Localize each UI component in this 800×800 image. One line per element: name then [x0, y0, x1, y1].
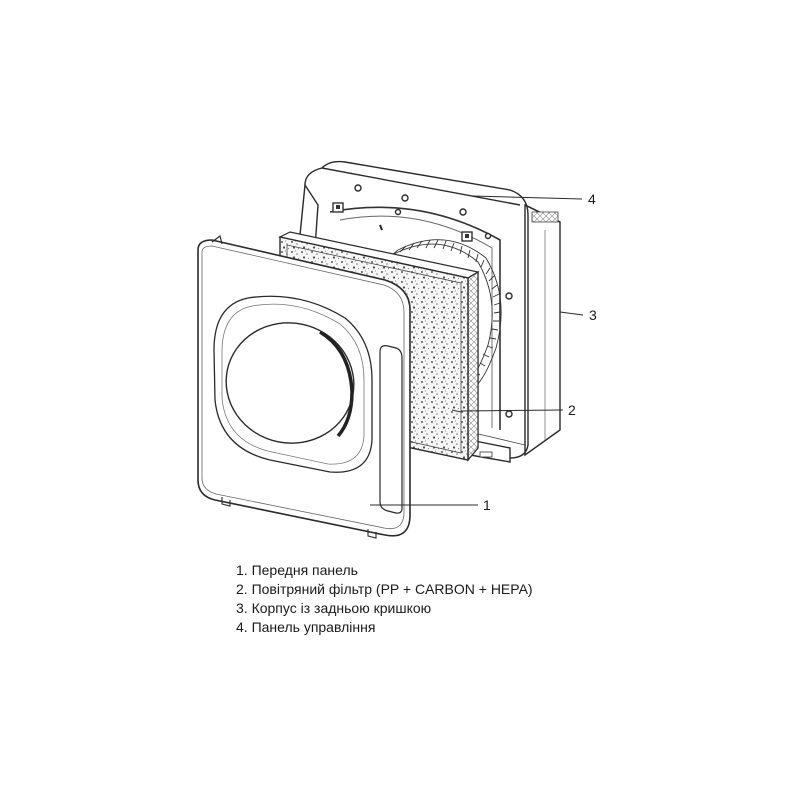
- callout-3: 3: [589, 307, 597, 323]
- housing-rear-cover: [299, 160, 561, 463]
- parts-legend: 1. Передня панель 2. Повітряний фільтр (…: [236, 561, 533, 637]
- leader-line-2: [460, 409, 564, 412]
- leader-line-3: [559, 311, 584, 316]
- front-panel: [197, 234, 411, 539]
- exploded-view-diagram: 4 3 2 1: [197, 160, 597, 539]
- legend-item-housing: 3. Корпус із задньою кришкою: [236, 600, 432, 616]
- legend-item-front-panel: 1. Передня панель: [236, 562, 358, 578]
- leader-line-4: [471, 195, 583, 200]
- legend-item-control-panel: 4. Панель управління: [236, 619, 376, 635]
- callout-2: 2: [568, 402, 576, 418]
- fan-wheel: [391, 239, 502, 387]
- callout-1: 1: [483, 497, 491, 513]
- legend-item-air-filter: 2. Повітряний фільтр (PP + CARBON + HEPA…: [236, 581, 533, 597]
- leader-lines: [370, 195, 584, 506]
- callout-4: 4: [588, 191, 596, 207]
